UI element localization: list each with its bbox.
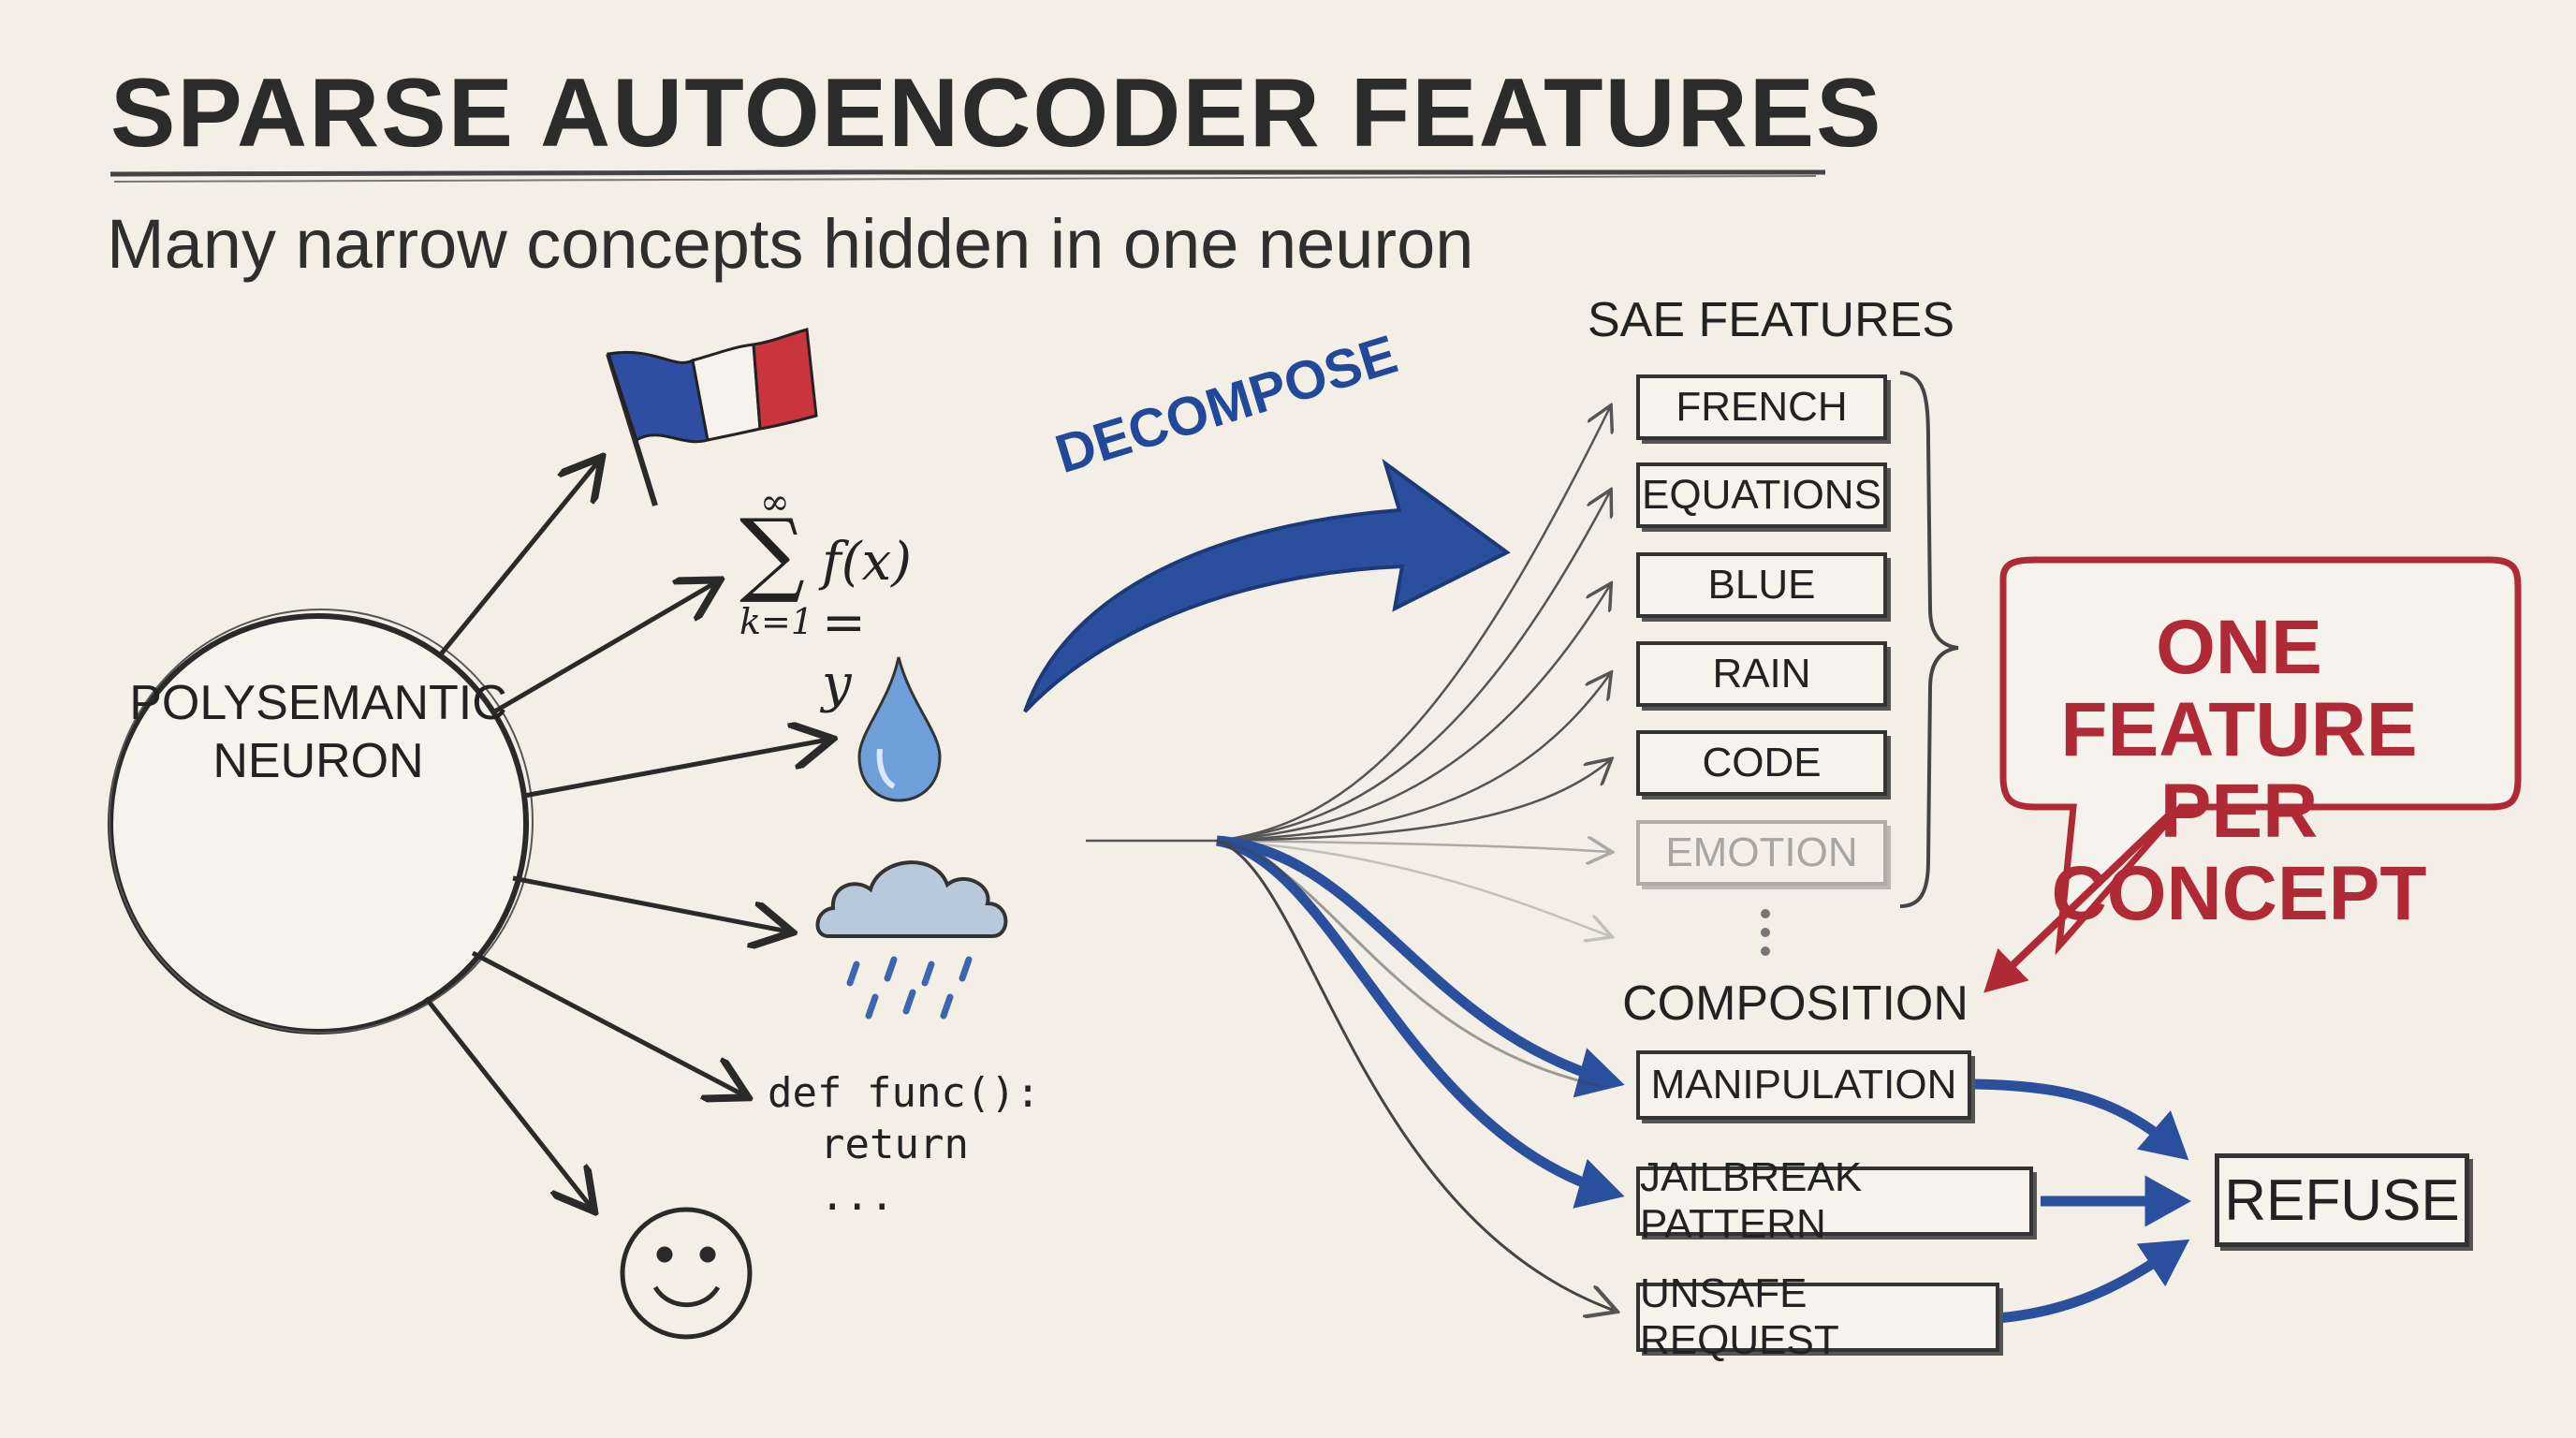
feature-fan-arrows xyxy=(1086,407,1610,936)
page-subtitle: Many narrow concepts hidden in one neuro… xyxy=(107,205,1474,283)
sae-features-header: SAE FEATURES xyxy=(1587,293,1955,347)
sigma-icon: ∑ xyxy=(739,500,805,607)
code-line-1: def func(): xyxy=(768,1069,1041,1117)
composition-header: COMPOSITION xyxy=(1622,976,1969,1031)
composition-box-jailbreak-pattern: JAILBREAK PATTERN xyxy=(1636,1154,2033,1247)
feature-ellipsis-dots xyxy=(1761,909,1770,956)
french-flag-icon xyxy=(606,328,818,506)
title-underline xyxy=(110,169,1826,177)
callout-line2: PER CONCEPT xyxy=(2051,769,2427,937)
callout-line1: ONE FEATURE xyxy=(2060,605,2418,772)
composition-box-manipulation: MANIPULATION xyxy=(1636,1050,1971,1120)
feature-box-equations: EQUATIONS xyxy=(1636,462,1887,528)
code-concept: def func(): return ... xyxy=(768,1067,1040,1222)
neuron-label-line2: NEURON xyxy=(212,734,424,789)
neuron-label: POLYSEMANTIC NEURON xyxy=(122,674,515,791)
smiley-face-icon xyxy=(620,1207,753,1340)
refuse-output-box: REFUSE xyxy=(2215,1153,2469,1247)
neuron-circle xyxy=(108,609,534,1034)
callout-text: ONE FEATURE PER CONCEPT xyxy=(1977,607,2501,935)
neuron-label-line1: POLYSEMANTIC xyxy=(129,676,507,730)
refuse-arrows xyxy=(1974,1078,2191,1324)
composition-arrows xyxy=(1216,835,1625,1209)
code-line-2: return xyxy=(820,1121,969,1168)
decompose-arrow xyxy=(1023,458,1511,713)
feature-box-emotion: EMOTION xyxy=(1636,820,1887,886)
feature-box-blue: BLUE xyxy=(1636,552,1887,618)
callout-bubble xyxy=(1983,556,2522,993)
concept-arrows xyxy=(424,461,828,1208)
feature-box-rain: RAIN xyxy=(1636,641,1887,707)
page-title: SPARSE AUTOENCODER FEATURES xyxy=(110,59,1883,168)
feature-group-brace xyxy=(1899,371,1959,908)
water-drop-icon xyxy=(857,656,942,802)
feature-box-french: FRENCH xyxy=(1636,374,1887,440)
formula-expression: f(x) = y xyxy=(822,532,913,714)
formula-sup: ∞ xyxy=(760,481,790,522)
composition-box-unsafe-request: UNSAFE REQUEST xyxy=(1636,1270,1999,1363)
rain-cloud-icon xyxy=(815,860,1008,1020)
formula-sub: k=1 xyxy=(739,601,814,642)
code-line-3: ... xyxy=(820,1172,895,1220)
feature-box-code: CODE xyxy=(1636,730,1887,796)
